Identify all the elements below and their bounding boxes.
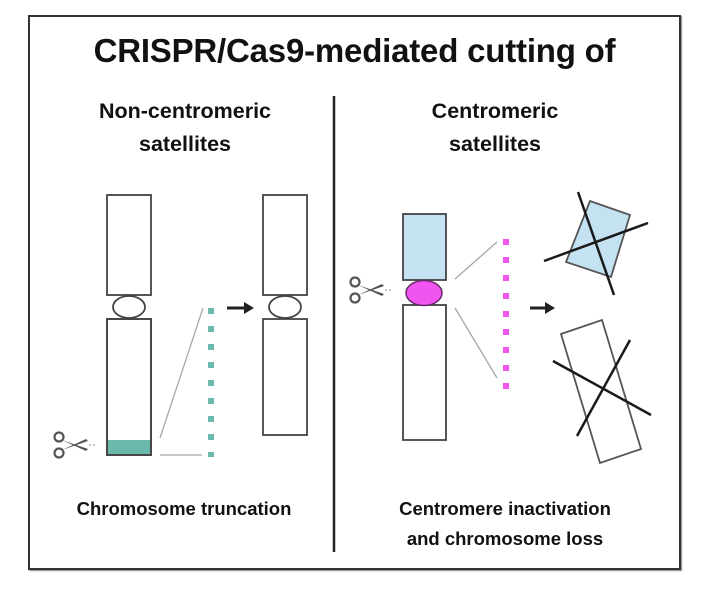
arrow-right-icon bbox=[530, 302, 555, 314]
lost-lower-arm-crossed bbox=[552, 318, 652, 465]
right-heading-line2: satellites bbox=[448, 132, 542, 156]
left-panel-heading: Non-centromeric satellites bbox=[60, 95, 310, 161]
upper-arm bbox=[106, 194, 152, 296]
right-caption-line1: Centromere inactivation bbox=[399, 498, 611, 519]
satellite-band bbox=[108, 440, 150, 454]
lower-arm bbox=[402, 304, 447, 441]
figure-title: CRISPR/Cas9-mediated cutting of bbox=[93, 32, 616, 69]
cross-line bbox=[543, 221, 649, 263]
arrow-right-icon bbox=[227, 302, 254, 314]
zoom-connector-top bbox=[454, 241, 498, 280]
centromere bbox=[405, 279, 443, 307]
right-caption: Centromere inactivation and chromosome l… bbox=[345, 494, 665, 554]
left-heading-line1: Non-centromeric bbox=[98, 99, 272, 123]
cross-line bbox=[576, 191, 616, 296]
left-original-chromosome bbox=[106, 194, 152, 456]
cross-line bbox=[552, 359, 652, 417]
upper-arm bbox=[262, 194, 308, 296]
scissors-icon bbox=[53, 431, 96, 459]
left-caption: Chromosome truncation bbox=[76, 498, 292, 519]
lower-arm bbox=[106, 318, 152, 456]
left-truncated-chromosome bbox=[262, 194, 308, 436]
scissors-icon bbox=[349, 276, 392, 304]
right-chromosome bbox=[402, 213, 447, 441]
right-panel-heading: Centromeric satellites bbox=[370, 95, 620, 161]
lost-upper-arm-crossed bbox=[543, 191, 649, 296]
upper-arm bbox=[402, 213, 447, 281]
figure-frame bbox=[28, 15, 681, 570]
centromere bbox=[112, 295, 146, 319]
zoom-connector-bottom bbox=[454, 307, 498, 379]
detached-arm bbox=[564, 199, 632, 279]
right-caption-line2: and chromosome loss bbox=[406, 528, 604, 549]
zoom-connector-top bbox=[159, 307, 204, 439]
lower-arm bbox=[262, 318, 308, 436]
centromere bbox=[268, 295, 302, 319]
left-heading-line2: satellites bbox=[138, 132, 232, 156]
right-heading-line1: Centromeric bbox=[431, 99, 559, 123]
